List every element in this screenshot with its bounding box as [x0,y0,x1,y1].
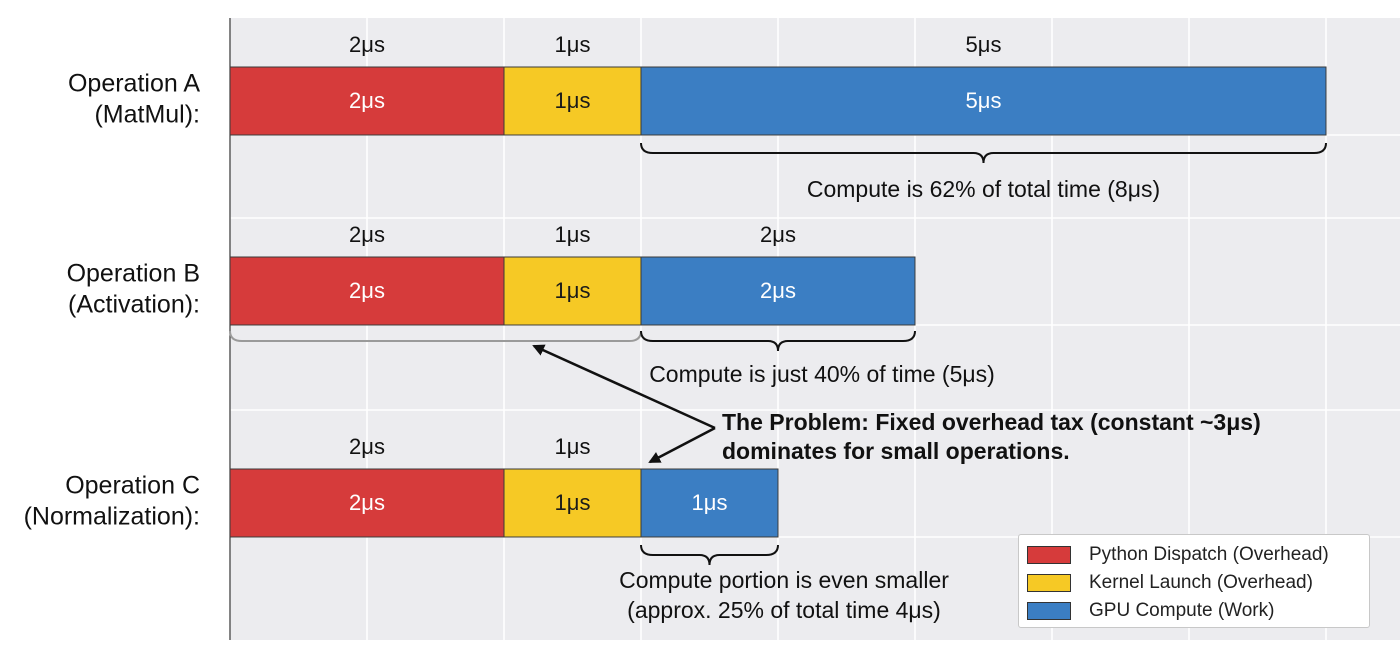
bar-top-label: 2μs [349,32,385,57]
bar-segment [640,468,779,538]
category-labels: Operation A (MatMul): Operation B (Activati… [24,70,201,531]
bar-value-label: 2μs [349,490,385,515]
bar-top-label: 2μs [760,222,796,247]
bar-segment [503,256,642,326]
legend-swatch-python-dispatch [1027,546,1071,564]
compute-annotation-c: (approx. 25% of total time 4μs) [627,597,941,623]
bar-value-label: 1μs [555,490,591,515]
category-label: (Activation): [68,291,200,319]
bar-top-label: 1μs [555,222,591,247]
compute-annotation-b: Compute is just 40% of time (5μs) [649,361,995,387]
category-label: (Normalization): [24,503,200,531]
bar-segment [640,66,1327,136]
bar-value-label: 2μs [760,278,796,303]
legend-swatch-kernel-launch [1027,574,1071,592]
overhead-brace-b [229,330,642,342]
problem-arrow-c [648,426,716,464]
legend-label: GPU Compute (Work) [1089,600,1275,621]
compute-brace-b [640,330,916,352]
bar-segment [229,66,505,136]
annotations: Compute is 62% of total time (8μs) Comput… [229,142,1327,623]
bar-top-label: 2μs [349,434,385,459]
bar-top-label: 1μs [555,434,591,459]
bar-segment [229,256,505,326]
problem-note-line: dominates for small operations. [722,438,1070,464]
bar-top-label: 2μs [349,222,385,247]
category-label: Operation A [68,70,200,98]
legend-swatch-gpu-compute [1027,602,1071,620]
bar-value-label: 1μs [555,88,591,113]
compute-brace-a [640,142,1327,164]
bar-segment [503,66,642,136]
problem-note-line: The Problem: Fixed overhead tax (constan… [722,409,1261,435]
category-label: Operation B [67,260,200,288]
category-label: (MatMul): [94,101,200,129]
bar-value-label: 2μs [349,278,385,303]
bar-value-label: 1μs [555,278,591,303]
category-label: Operation C [65,472,200,500]
bar-value-label: 2μs [349,88,385,113]
bar-value-label: 5μs [966,88,1002,113]
legend-label: Kernel Launch (Overhead) [1089,572,1313,593]
problem-arrow-b [532,344,716,430]
legend: Python Dispatch (Overhead) Kernel Launch… [1018,534,1370,628]
legend-item-gpu-compute: GPU Compute (Work) [1027,597,1361,625]
bar-value-label: 1μs [692,490,728,515]
legend-label: Python Dispatch (Overhead) [1089,544,1329,565]
compute-brace-c [640,544,779,566]
bar-top-label: 5μs [966,32,1002,57]
bar-segment [229,468,505,538]
compute-annotation-a: Compute is 62% of total time (8μs) [807,176,1160,202]
legend-item-kernel-launch: Kernel Launch (Overhead) [1027,569,1361,597]
bar-top-label: 1μs [555,32,591,57]
bar-segment [640,256,916,326]
compute-annotation-c: Compute portion is even smaller [619,567,949,593]
legend-item-python-dispatch: Python Dispatch (Overhead) [1027,541,1361,569]
bars: 2μs 2μs 1μs 1μs 5μs 5μs 2μs 2μs 1μs 1μs 2μs 2μs 2μs 2… [229,32,1327,538]
